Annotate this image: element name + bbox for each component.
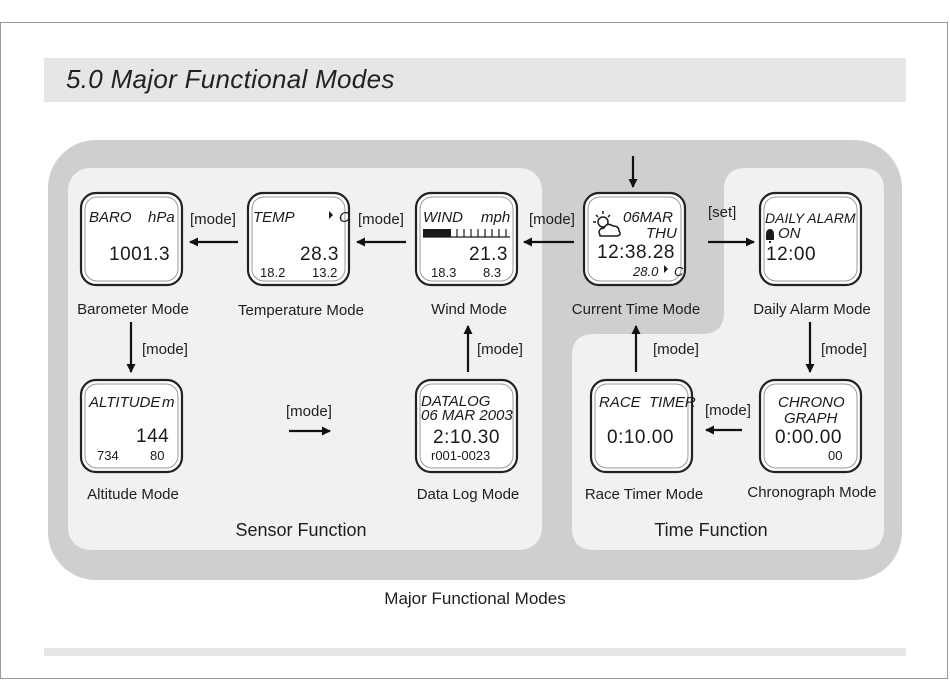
data-log-display: DATALOG 06 MAR 2003 2:10.30 r001-0023	[414, 378, 519, 474]
datalog-label: DATALOG	[421, 393, 491, 410]
bell-icon	[766, 229, 774, 243]
alarm-time: 12:00	[766, 244, 816, 265]
degree-marker-icon	[664, 265, 668, 273]
mode-label-5: [mode]	[286, 403, 332, 420]
mode-label-3: [mode]	[529, 211, 575, 228]
barometer-unit: hPa	[148, 209, 175, 226]
chronograph-mode-label: Chronograph Mode	[747, 484, 876, 501]
wind-value: 21.3	[469, 244, 508, 265]
datalog-record: r001-0023	[431, 448, 490, 463]
wind-bargraph-icon	[423, 229, 510, 238]
altitude-value: 144	[136, 426, 169, 447]
barometer-mode-label: Barometer Mode	[77, 301, 189, 318]
sensor-function-title: Sensor Function	[235, 520, 366, 540]
figure-caption: Major Functional Modes	[384, 589, 565, 608]
alarm-label: DAILY ALARM	[765, 210, 856, 226]
mode-label-8: [mode]	[821, 341, 867, 358]
time-function-title: Time Function	[654, 520, 767, 540]
wind-label: WIND	[423, 209, 463, 226]
chrono-hundredths: 00	[828, 448, 842, 463]
altitude-unit: m	[162, 394, 175, 411]
page-border	[0, 22, 948, 679]
race-timer-display: RACE TIMER 0:10.00	[589, 378, 696, 474]
altitude-display: ALTITUDE m 144 734 80	[79, 378, 184, 474]
current-temperature-unit: C	[674, 264, 684, 279]
mode-label-1: [mode]	[190, 211, 236, 228]
chrono-label-2: GRAPH	[784, 410, 838, 427]
mode-label-7: [mode]	[653, 341, 699, 358]
mode-label-6: [mode]	[477, 341, 523, 358]
race-timer-mode-label: Race Timer Mode	[585, 486, 703, 503]
altitude-mode-label: Altitude Mode	[87, 486, 179, 503]
page-title: 5.0 Major Functional Modes	[66, 64, 395, 94]
footer-bar	[44, 648, 906, 656]
datalog-date: 06 MAR 2003	[421, 407, 513, 424]
mode-label-9: [mode]	[705, 402, 751, 419]
race-timer-label: RACE TIMER	[599, 394, 696, 411]
mode-label-4: [mode]	[142, 341, 188, 358]
race-timer-value: 0:10.00	[607, 427, 674, 448]
temperature-display: TEMP C 28.3 18.2 13.2	[246, 191, 351, 287]
alarm-status: ON	[778, 225, 801, 242]
mode-label-2: [mode]	[358, 211, 404, 228]
current-weekday: THU	[646, 225, 677, 242]
wind-max: 18.3	[431, 265, 456, 280]
temperature-max: 18.2	[260, 265, 285, 280]
altitude-max: 734	[97, 448, 119, 463]
current-time-display: 06MAR THU 12:38.28 28.0 C	[582, 191, 687, 287]
wind-mode-label: Wind Mode	[431, 301, 507, 318]
temperature-min: 13.2	[312, 265, 337, 280]
current-date: 06MAR	[623, 209, 673, 226]
daily-alarm-display: DAILY ALARM ON 12:00	[758, 191, 863, 287]
title-bar: 5.0 Major Functional Modes	[44, 58, 906, 102]
wind-avg: 8.3	[483, 265, 501, 280]
altitude-label: ALTITUDE	[88, 394, 161, 411]
wind-unit: mph	[481, 209, 510, 226]
temperature-unit: C	[339, 209, 350, 226]
temperature-label: TEMP	[253, 209, 295, 226]
barometer-display: BARO hPa 1001.3	[79, 191, 184, 287]
set-label: [set]	[708, 204, 736, 221]
barometer-label-baro: BARO	[89, 209, 132, 226]
wind-display: WIND mph 21.3 18.3 8.3	[414, 191, 519, 287]
daily-alarm-mode-label: Daily Alarm Mode	[753, 301, 871, 318]
current-time: 12:38.28	[597, 242, 675, 263]
temperature-mode-label: Temperature Mode	[238, 302, 364, 319]
barometer-value: 1001.3	[109, 244, 170, 265]
chrono-value: 0:00.00	[775, 427, 842, 448]
datalog-time: 2:10.30	[433, 427, 500, 448]
temperature-value: 28.3	[300, 244, 339, 265]
degree-marker-icon	[329, 211, 333, 219]
altitude-min: 80	[150, 448, 164, 463]
chronograph-display: CHRONO GRAPH 0:00.00 00	[758, 378, 863, 474]
data-log-mode-label: Data Log Mode	[417, 486, 520, 503]
current-time-mode-label: Current Time Mode	[572, 301, 700, 318]
partly-cloudy-icon	[593, 211, 621, 237]
current-temperature: 28.0	[632, 264, 659, 279]
chrono-label-1: CHRONO	[778, 394, 845, 411]
